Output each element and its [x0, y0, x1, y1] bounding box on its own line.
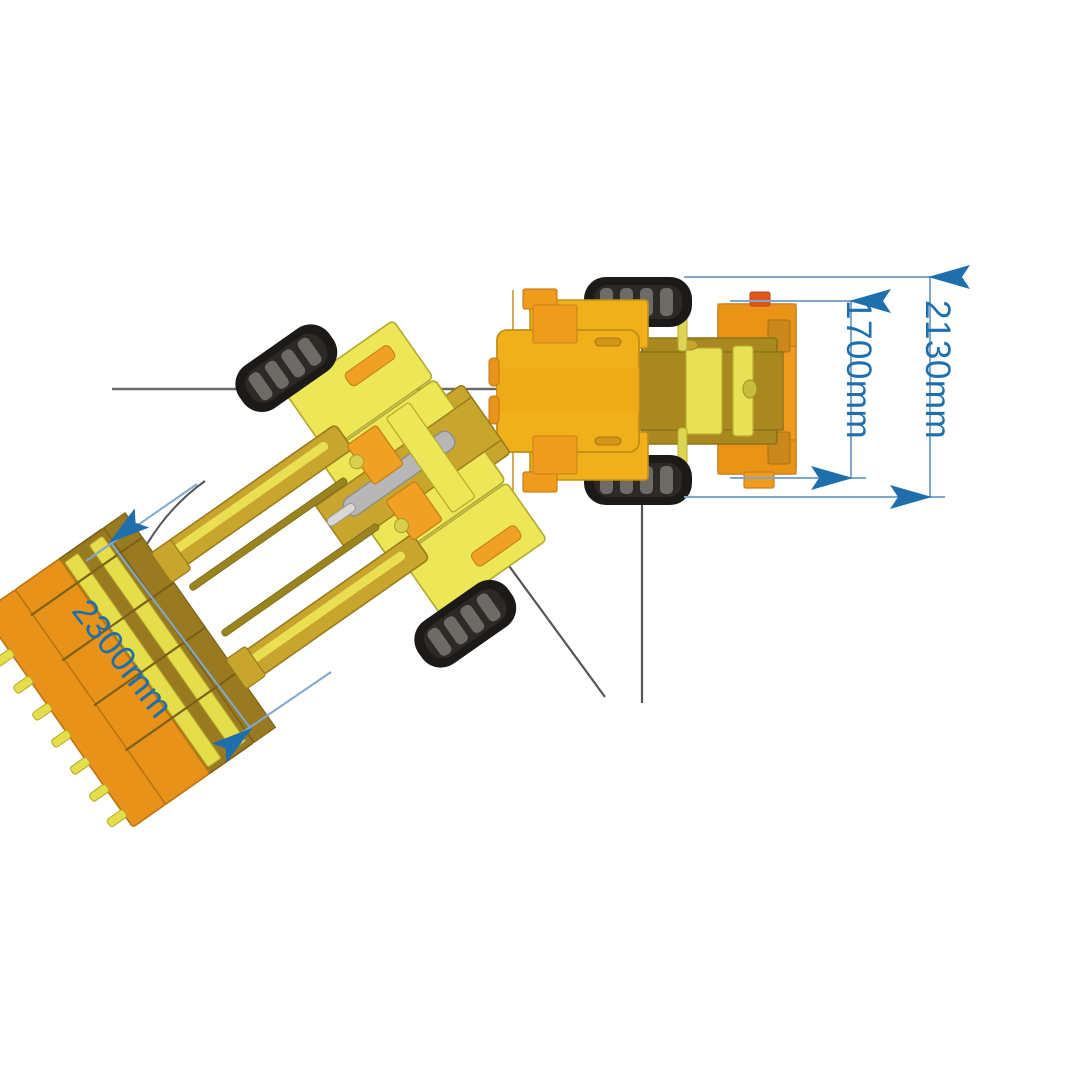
lift-arm-lower-highlight	[235, 551, 406, 674]
bucket-teeth	[0, 648, 127, 828]
mirror-arm-right	[488, 395, 500, 425]
front-left-tire	[235, 324, 338, 412]
cab-window-upper	[532, 304, 578, 344]
dimension-label-1700mm: 1700mm	[839, 300, 878, 440]
cab-window-lower	[532, 435, 578, 475]
cab-roof-panel	[497, 368, 639, 412]
fender-detail-upper	[344, 345, 396, 387]
rear-chassis	[607, 291, 797, 489]
radiator-grille	[685, 347, 723, 435]
grab-handle-lower	[594, 436, 622, 446]
operator-cab-assembly	[488, 288, 649, 493]
hydraulic-rod	[326, 502, 356, 527]
hinge-point	[742, 379, 758, 399]
rear-hitch	[743, 471, 775, 489]
dimension-1700mm	[730, 289, 891, 490]
dimension-2300mm	[85, 483, 332, 763]
grab-handle-upper	[594, 337, 622, 347]
bucket-front-lip	[0, 590, 166, 827]
dim-line-2300	[108, 508, 253, 763]
lift-arm-upper-highlight	[158, 441, 329, 564]
pivot-pin-upper	[349, 454, 365, 470]
mirror-arm-left	[488, 357, 500, 387]
fender-detail-lower	[470, 525, 522, 567]
dimension-2130mm	[684, 265, 970, 509]
front-fender-lower	[401, 483, 546, 614]
pivot-pin-lower	[393, 518, 409, 534]
exhaust-stack	[749, 291, 771, 307]
front-right-tire	[414, 579, 517, 668]
front-fender-upper	[287, 321, 433, 451]
cab-step-lower	[522, 471, 558, 493]
frame-block-c	[386, 402, 475, 513]
dimension-label-2130mm: 2130mm	[918, 300, 957, 440]
